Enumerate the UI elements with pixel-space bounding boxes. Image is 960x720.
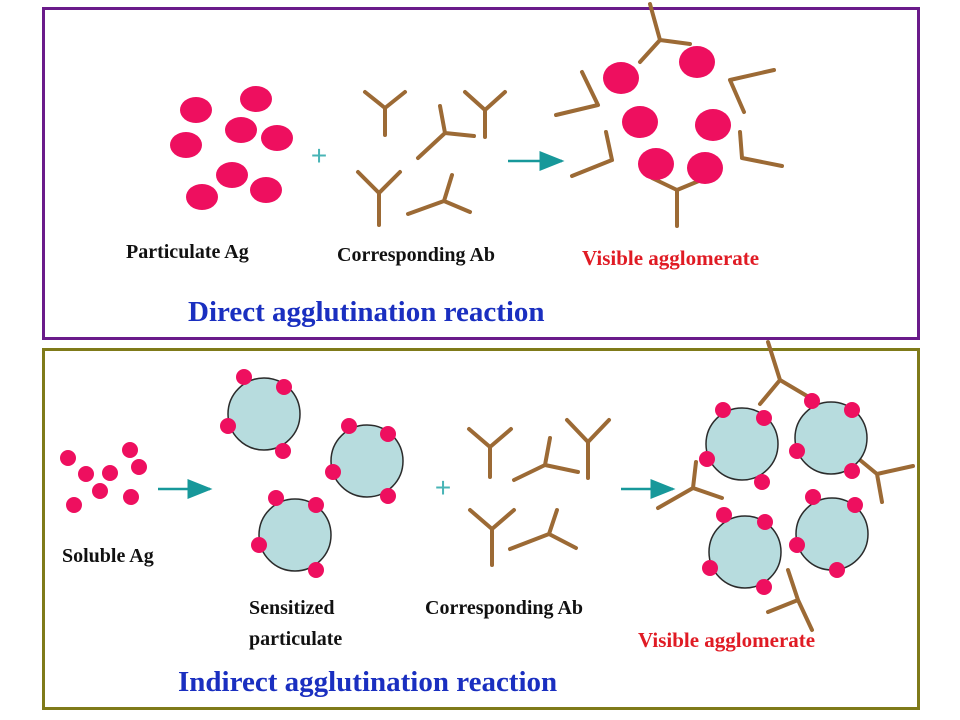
- visible-agglomerate-top: [554, 2, 784, 228]
- title-indirect-agglutination: Indirect agglutination reaction: [178, 666, 558, 698]
- label-sensitized-line2: particulate: [249, 628, 343, 650]
- label-visible-agglomerate-top: Visible agglomerate: [582, 246, 760, 270]
- label-visible-agglomerate-bottom: Visible agglomerate: [638, 628, 816, 652]
- label-corresponding-ab-top: Corresponding Ab: [337, 244, 496, 266]
- label-soluble-ag: Soluble Ag: [62, 545, 154, 567]
- antibody-group-bottom: [467, 418, 611, 567]
- label-sensitized-line1: Sensitized: [249, 597, 335, 619]
- sensitized-particle-group: [220, 369, 404, 578]
- plus-sign-bottom: +: [435, 472, 451, 503]
- direct-agglutination-panel: [42, 7, 920, 340]
- plus-sign-top: +: [311, 140, 327, 171]
- label-particulate-ag: Particulate Ag: [126, 241, 249, 263]
- visible-agglomerate-bottom: [656, 340, 915, 632]
- indirect-agglutination-panel: [42, 348, 920, 710]
- label-corresponding-ab-bottom: Corresponding Ab: [425, 597, 584, 619]
- soluble-antigen-group: [60, 442, 147, 513]
- particulate-antigen-group: [170, 86, 293, 210]
- antibody-group-top: [356, 90, 507, 227]
- title-direct-agglutination: Direct agglutination reaction: [188, 296, 545, 328]
